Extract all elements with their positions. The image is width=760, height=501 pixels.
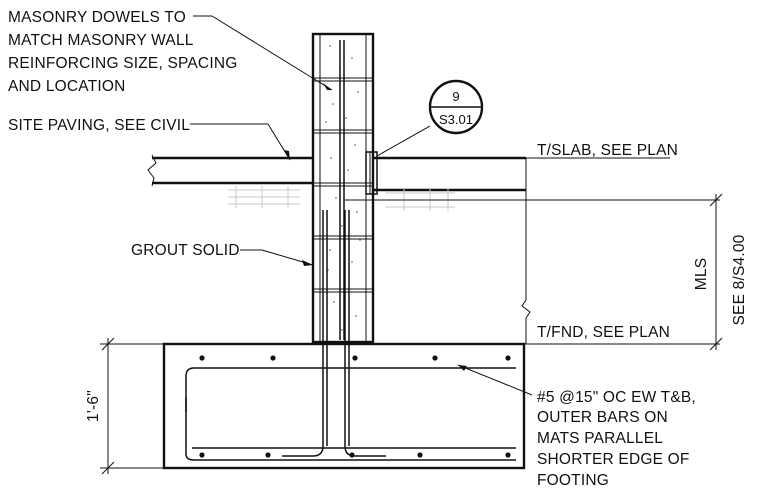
detail-sheet: S3.01 bbox=[439, 112, 473, 127]
note-grout: GROUT SOLID bbox=[131, 242, 240, 259]
note-dowels-line-4: AND LOCATION bbox=[8, 78, 126, 95]
note-paving: SITE PAVING, SEE CIVIL bbox=[8, 117, 190, 134]
detail-reference-bubble: 9 S3.01 bbox=[428, 79, 484, 135]
note-fnd: T/FND, SEE PLAN bbox=[537, 324, 670, 341]
note-rebar-line-2: OUTER BARS ON bbox=[537, 409, 668, 426]
note-dowels-line-1: MASONRY DOWELS TO bbox=[8, 9, 186, 26]
note-rebar-line-5: FOOTING bbox=[537, 472, 609, 489]
dimension-lines bbox=[100, 157, 723, 475]
dim-mls: MLS bbox=[693, 258, 710, 290]
concrete-footing bbox=[162, 210, 526, 470]
note-rebar-line-1: #5 @15" OC EW T&B, bbox=[537, 389, 696, 406]
detail-number: 9 bbox=[452, 89, 459, 104]
site-paving bbox=[147, 154, 313, 187]
note-dowels-line-3: REINFORCING SIZE, SPACING bbox=[8, 55, 238, 72]
note-dowels-line-2: MATCH MASONRY WALL bbox=[8, 32, 194, 49]
note-rebar-line-4: SHORTER EDGE OF bbox=[537, 451, 690, 468]
leader-lines bbox=[190, 15, 533, 396]
dim-footing-depth: 1'-6" bbox=[85, 390, 102, 422]
note-rebar-line-3: MATS PARALLEL bbox=[537, 430, 663, 447]
masonry-wall bbox=[311, 32, 375, 344]
dim-see-ref: SEE 8/S4.00 bbox=[731, 234, 748, 325]
note-slab: T/SLAB, SEE PLAN bbox=[537, 142, 678, 159]
